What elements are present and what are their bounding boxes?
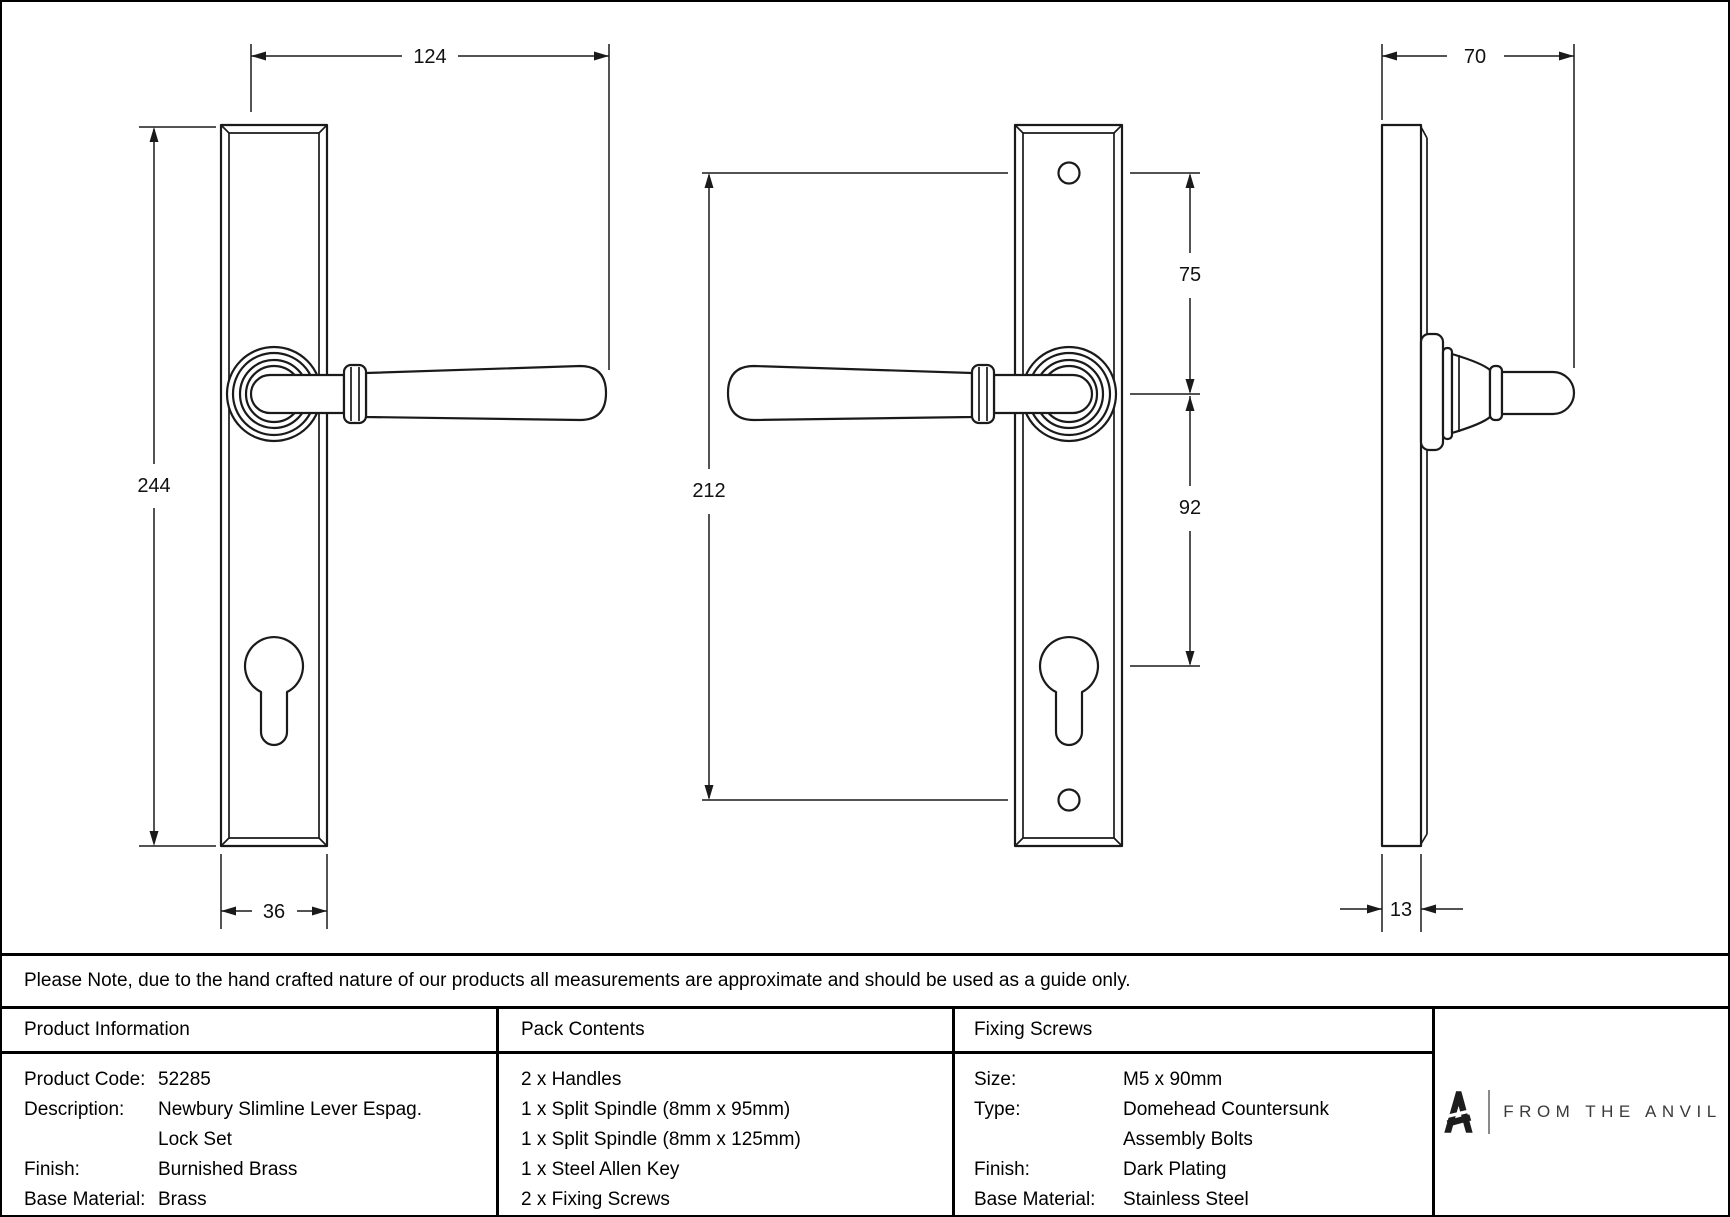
dim-label-70: 70	[1464, 46, 1486, 68]
pack-item: 2 x Fixing Screws	[521, 1189, 670, 1210]
dim-label-124: 124	[413, 46, 446, 68]
dim-center-handle-to-cylinder: 92	[1130, 396, 1201, 667]
technical-drawing: 124 244 36	[137, 44, 1576, 932]
measurement-note-text: Please Note, due to the hand crafted nat…	[24, 970, 1131, 991]
table-divider-1	[496, 1009, 499, 1215]
row-description: Description: Newbury Slimline Lever Espa…	[24, 1099, 423, 1120]
front-euro-keyhole	[243, 636, 305, 747]
brand-cell: FROM THE ANVIL	[1435, 1009, 1728, 1215]
dim-label-75: 75	[1179, 264, 1201, 286]
header-pack-contents: Pack Contents	[521, 1019, 645, 1040]
side-rose-and-lever	[1419, 332, 1576, 452]
table-divider-2	[952, 1009, 955, 1215]
dim-center-top-to-handle: 75	[1130, 172, 1201, 395]
pack-item: 1 x Split Spindle (8mm x 125mm)	[521, 1129, 801, 1150]
dim-center-screw-centres: 212	[692, 172, 1008, 801]
cell-pack-contents: 2 x Handles 1 x Split Spindle (8mm x 95m…	[521, 1065, 936, 1215]
header-fixing-screws: Fixing Screws	[974, 1019, 1093, 1040]
row-screw-base-material: Base Material: Stainless Steel	[974, 1189, 1249, 1210]
row-description-cont: Lock Set	[158, 1129, 232, 1150]
cell-fixing-screws: Size: M5 x 90mm Type: Domehead Countersu…	[974, 1065, 1414, 1215]
dim-side-projection: 70	[1381, 44, 1575, 368]
side-backplate	[1380, 123, 1423, 848]
bottom-screw-hole	[1057, 788, 1081, 812]
row-base-material: Base Material: Brass	[24, 1189, 207, 1210]
brand-name: FROM THE ANVIL	[1503, 1102, 1722, 1121]
from-the-anvil-logo-icon	[1444, 1091, 1473, 1133]
row-finish: Finish: Burnished Brass	[24, 1159, 298, 1180]
dim-front-height: 244	[137, 126, 216, 847]
side-view: 70 13	[1340, 44, 1576, 932]
pack-item: 1 x Steel Allen Key	[521, 1159, 680, 1180]
logo-separator	[1488, 1090, 1491, 1134]
table-header-underline	[2, 1051, 1432, 1054]
center-lever-handle	[726, 363, 1094, 425]
front-lever-handle	[249, 363, 608, 425]
dim-front-plate-width: 36	[220, 854, 328, 929]
spec-table: Product Information Pack Contents Fixing…	[2, 1006, 1728, 1215]
dim-side-plate-thickness: 13	[1340, 854, 1463, 932]
center-view: 212 75 92	[692, 123, 1201, 848]
row-screw-finish: Finish: Dark Plating	[974, 1159, 1227, 1180]
row-type: Type: Domehead Countersunk	[974, 1099, 1329, 1120]
front-view: 124 244 36	[137, 44, 610, 929]
dim-label-92: 92	[1179, 497, 1201, 519]
header-product-information: Product Information	[24, 1019, 190, 1040]
dim-label-36: 36	[263, 901, 285, 923]
cell-product-information: Product Code: 52285 Description: Newbury…	[24, 1065, 479, 1215]
dim-front-overall-width: 124	[250, 44, 610, 370]
row-size: Size: M5 x 90mm	[974, 1069, 1223, 1090]
measurement-note-bar: Please Note, due to the hand crafted nat…	[2, 953, 1728, 1006]
dim-label-244: 244	[137, 475, 170, 497]
table-divider-3	[1432, 1009, 1435, 1215]
row-product-code: Product Code: 52285	[24, 1069, 211, 1090]
top-screw-hole	[1057, 161, 1081, 185]
pack-item: 2 x Handles	[521, 1069, 622, 1090]
dim-label-13: 13	[1390, 899, 1412, 921]
dim-label-212: 212	[692, 480, 725, 502]
pack-item: 1 x Split Spindle (8mm x 95mm)	[521, 1099, 791, 1120]
row-type-cont: Assembly Bolts	[1123, 1129, 1253, 1150]
center-euro-keyhole	[1038, 636, 1100, 747]
